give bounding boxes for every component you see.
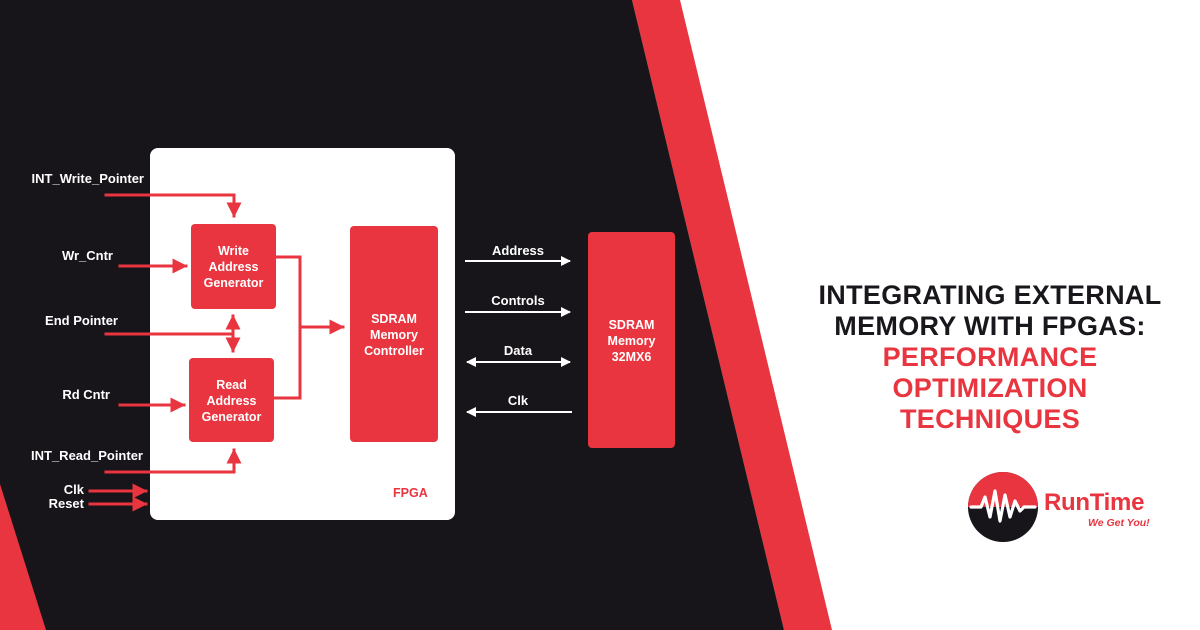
headline-line-4: OPTIMIZATION TECHNIQUES [892,373,1088,434]
write-address-generator-label: Write Address Generator [203,244,264,290]
read-address-generator-block [189,358,274,442]
bus-lines [465,256,572,417]
input-label-rd-cntr: Rd Cntr [62,387,110,402]
signal-lines [88,193,345,512]
input-label-reset: Reset [48,496,84,511]
headline: INTEGRATING EXTERNAL MEMORY WITH FPGAS: … [800,280,1180,435]
input-label-clk: Clk [63,482,84,497]
bus-label-clk: Clk [507,393,529,408]
waveform-logo-icon [968,472,1038,542]
sdram-controller-block [350,226,438,442]
sdram-memory-block [588,232,675,448]
brand-name: RunTime [1044,489,1145,516]
sdram-memory-label: SDRAM Memory 32MX6 [607,318,656,364]
read-address-generator-label: Read Address Generator [201,378,262,424]
input-label-end-pointer: End Pointer [45,313,118,328]
red-diagonal-band [632,0,832,630]
fpga-label: FPGA [393,486,428,500]
input-label-int-write-pointer: INT_Write_Pointer [31,171,144,186]
headline-line-3: PERFORMANCE [882,342,1098,372]
input-label-wr-cntr: Wr_Cntr [61,248,113,263]
input-label-int-read-pointer: INT_Read_Pointer [31,448,143,463]
headline-line-2: MEMORY WITH FPGAS: [834,311,1146,341]
bus-label-controls: Controls [491,293,545,308]
write-address-generator-block [191,224,276,309]
bus-label-address: Address [491,243,545,258]
brand-tagline: We Get You! [1088,517,1150,529]
bus-label-data: Data [503,343,533,358]
sdram-controller-label: SDRAM Memory Controller [364,312,424,358]
headline-line-1: INTEGRATING EXTERNAL [818,280,1162,310]
red-corner-accent [0,484,46,630]
